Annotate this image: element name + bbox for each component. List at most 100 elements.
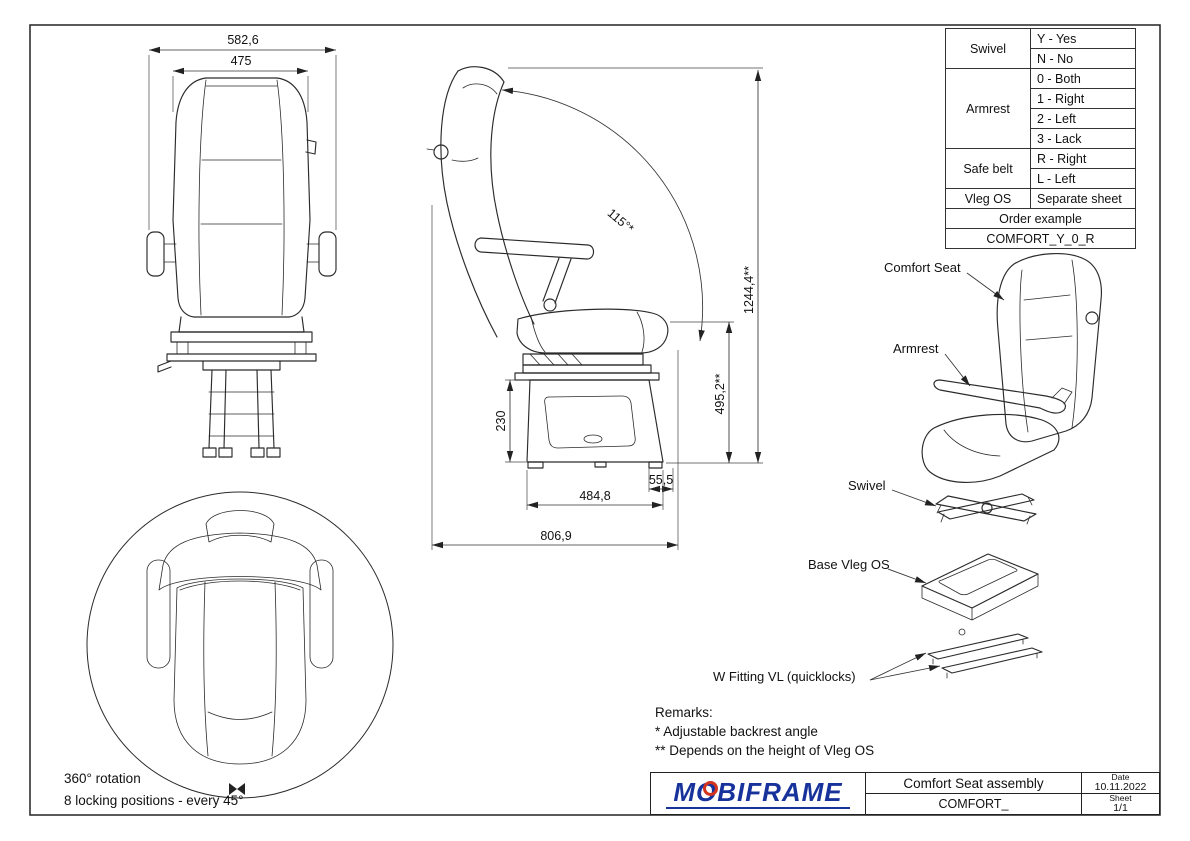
leader-fitting-1: [869, 652, 927, 681]
dim-label-base-offset: 55,5: [649, 473, 673, 487]
remark-line-2: ** Depends on the height of Vleg OS: [655, 743, 875, 758]
cushion-edge: [178, 316, 305, 333]
remark-line-1: * Adjustable backrest angle: [655, 724, 818, 739]
armrest-pad-right: [318, 231, 337, 277]
label-base-vleg-os: Base Vleg OS: [808, 557, 890, 572]
armrest-label-cell: Armrest: [945, 68, 1031, 149]
exp-cushion: [921, 413, 1060, 483]
exp-armrest: [933, 379, 1066, 414]
angle-arc-115: [501, 87, 705, 342]
leader-fitting-2: [869, 665, 941, 681]
cushion-profile: [516, 308, 669, 354]
dim-label-total-depth: 806,9: [540, 529, 571, 543]
remarks: Remarks: * Adjustable backrest angle ** …: [655, 703, 874, 760]
exp-base-cutout: [938, 558, 1018, 596]
title-cell: Comfort Seat assembly COMFORT_: [866, 773, 1082, 814]
exp-cushion-seam: [943, 429, 1001, 457]
sheet-label: Sheet: [1109, 793, 1132, 803]
exploded-view: [921, 253, 1102, 679]
exp-swivel-center: [981, 502, 993, 514]
backrest-outline: [172, 77, 311, 318]
safebelt-left-cell: L - Left: [1030, 168, 1136, 189]
lock-symbol: [229, 783, 245, 795]
dim-label-total-height: 1244,4**: [742, 266, 756, 314]
logo-cell: MOBIFRAME: [651, 773, 866, 814]
horizontal-seams: [200, 85, 283, 225]
date-label: Date: [1111, 772, 1130, 782]
armrest-support: [542, 257, 572, 304]
frame-plate: [170, 331, 313, 343]
base-foot: [648, 461, 663, 469]
base-foot: [594, 461, 607, 468]
options-table: Swivel Y - Yes N - No Armrest 0 - Both 1…: [945, 28, 1136, 249]
exp-swivel-bar: [935, 495, 1037, 522]
dim-label-backrest-angle: 115°*: [605, 206, 637, 236]
rotation-line-2: 8 locking positions - every 45°: [64, 793, 244, 808]
dim-label-seat-height: 495,2**: [713, 373, 727, 414]
tv-armrest-left: [146, 559, 171, 669]
drawing-code: COMFORT_: [938, 797, 1009, 811]
tv-seams: [203, 581, 277, 757]
rotation-circle: [86, 491, 394, 799]
base-profile: [526, 379, 664, 463]
bolster-seam-right: [276, 79, 285, 316]
safebelt-label-cell: Safe belt: [945, 148, 1031, 189]
foot: [250, 447, 265, 458]
armrest-right-cell: 1 - Right: [1030, 88, 1136, 109]
exp-screw: [958, 628, 966, 636]
headrest-seam: [462, 83, 498, 95]
exploded-leaders: [869, 272, 1005, 681]
tv-headrest: [205, 510, 275, 543]
drawing-title: Comfort Seat assembly: [866, 773, 1081, 794]
backrest-front-edge: [490, 81, 535, 325]
bolster-seam-left: [198, 79, 207, 316]
base-oval: [583, 434, 603, 444]
label-comfort-seat: Comfort Seat: [884, 260, 961, 275]
label-swivel: Swivel: [848, 478, 886, 493]
exp-base-thickness: [921, 573, 1039, 621]
leader-armrest: [944, 353, 971, 387]
pedestal-legs: [208, 369, 275, 449]
safebelt-right-cell: R - Right: [1030, 148, 1136, 169]
headrest-top: [457, 66, 505, 83]
vlegos-value-cell: Separate sheet: [1030, 188, 1136, 209]
leader-swivel: [891, 489, 937, 507]
cushion-seam: [636, 311, 645, 353]
tv-cushion: [173, 578, 307, 765]
armrest-mounts: [163, 243, 320, 263]
pedestal-top: [202, 360, 281, 371]
top-view: [86, 491, 394, 799]
exp-backrest: [996, 253, 1102, 443]
exp-rail: [927, 633, 1029, 660]
rotation-line-1: 360° rotation: [64, 771, 141, 786]
exp-swivel-posts: [936, 496, 1033, 525]
knob-tick: [426, 148, 435, 151]
leader-comfort-seat: [966, 272, 1005, 301]
armrest-lack-cell: 3 - Lack: [1030, 128, 1136, 149]
dim-label-front-inner-width: 475: [231, 54, 252, 68]
date-cell: Date 10.11.2022: [1082, 773, 1159, 794]
backrest-seam: [451, 157, 479, 162]
label-w-fitting: W Fitting VL (quicklocks): [713, 669, 856, 684]
swivel-plate-lower: [514, 372, 660, 381]
adjuster-hatch: [529, 353, 583, 366]
leader-base: [887, 568, 927, 584]
vlegos-label-cell: Vleg OS: [945, 188, 1031, 209]
armrest-pad-left: [146, 231, 165, 277]
exp-rail: [941, 647, 1043, 674]
date-value: 10.11.2022: [1094, 781, 1147, 793]
pedestal-braces: [208, 391, 275, 437]
swivel-yes-cell: Y - Yes: [1030, 28, 1136, 49]
base-panel: [544, 395, 636, 449]
swivel-plate-upper: [522, 364, 652, 374]
exp-knob: [1085, 311, 1099, 325]
exp-armrest-bracket: [1051, 387, 1073, 405]
armrest-pivot: [543, 298, 557, 312]
armrest-left-cell: 2 - Left: [1030, 108, 1136, 129]
drawing-border: [29, 24, 1161, 816]
base-foot: [527, 461, 544, 469]
backrest-knob: [433, 144, 449, 160]
sheet-cell: Sheet 1/1: [1082, 794, 1159, 814]
exp-rail-feet: [932, 638, 1038, 679]
